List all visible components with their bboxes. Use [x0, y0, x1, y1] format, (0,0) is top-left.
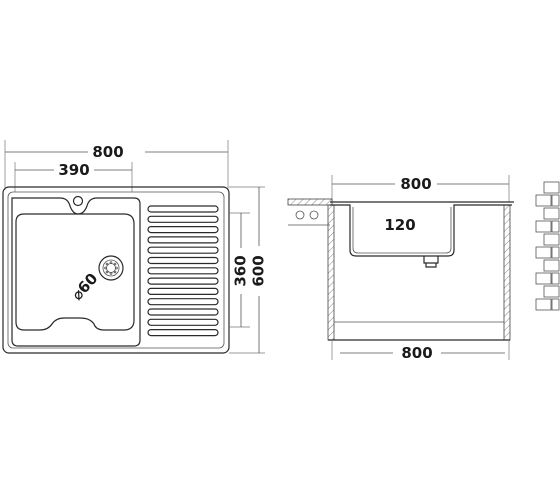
brick: [535, 272, 552, 285]
drain-outlet: [423, 256, 439, 268]
drainboard-rib: [147, 287, 219, 295]
drainboard-rib: [147, 277, 219, 285]
brick: [551, 272, 560, 285]
brick: [551, 220, 560, 233]
drainboard-rib: [147, 246, 219, 254]
side-bottom-width-label: 800: [401, 344, 432, 362]
side-top-width-label: 800: [400, 175, 431, 193]
brick-wall: [535, 181, 560, 311]
bowl-inner: [15, 213, 135, 331]
bowl-depth-label: 360: [232, 255, 250, 286]
brick: [535, 246, 552, 259]
cabinet-right-wall: [503, 204, 511, 341]
dimension-side-top-width: 800: [331, 175, 510, 202]
sink-rim: [7, 191, 225, 349]
drainboard-rib: [147, 215, 219, 223]
brick: [543, 259, 560, 272]
drainboard-rib: [147, 308, 219, 316]
dimension-overall-width: 800: [4, 140, 229, 190]
brick: [543, 207, 560, 220]
dimension-bowl-width: 390: [14, 161, 133, 192]
bowl-outline: [11, 197, 141, 347]
side-bowl-depth-label: 120: [384, 216, 415, 234]
dimension-side-bottom-width: 800: [331, 340, 510, 362]
drain: [98, 255, 124, 281]
drainboard-rib: [147, 329, 219, 337]
drainboard-rib: [147, 298, 219, 306]
brick: [543, 181, 560, 194]
drainboard-rib: [147, 256, 219, 265]
drainboard-ribs: [147, 205, 219, 337]
brick: [551, 246, 560, 259]
brick: [551, 194, 560, 207]
sink-profile-inner: [352, 207, 452, 254]
countertop-section: [287, 198, 333, 226]
drainboard-rib: [147, 226, 219, 234]
bowl-width-label: 390: [58, 161, 89, 179]
sink-outline: [2, 186, 230, 354]
drainboard-rib: [147, 236, 219, 244]
brick: [551, 298, 560, 311]
brick: [535, 220, 552, 233]
brick: [543, 233, 560, 246]
drainboard-rib: [147, 205, 219, 213]
brick: [543, 285, 560, 298]
top-view: 800 390: [2, 140, 268, 354]
drainboard-rib: [147, 267, 219, 275]
sink-profile: [330, 201, 514, 257]
dimension-depths: 360 600: [229, 186, 268, 354]
brick: [535, 298, 552, 311]
drain-diameter-label: ⌀60: [68, 270, 101, 304]
cabinet-left-wall: [327, 204, 335, 341]
faucet-hole: [72, 195, 84, 207]
overall-depth-label: 600: [250, 255, 268, 286]
overall-width-label: 800: [92, 143, 123, 161]
side-view: 800 120 800: [287, 175, 560, 362]
brick: [535, 194, 552, 207]
drainboard-rib: [147, 318, 219, 326]
